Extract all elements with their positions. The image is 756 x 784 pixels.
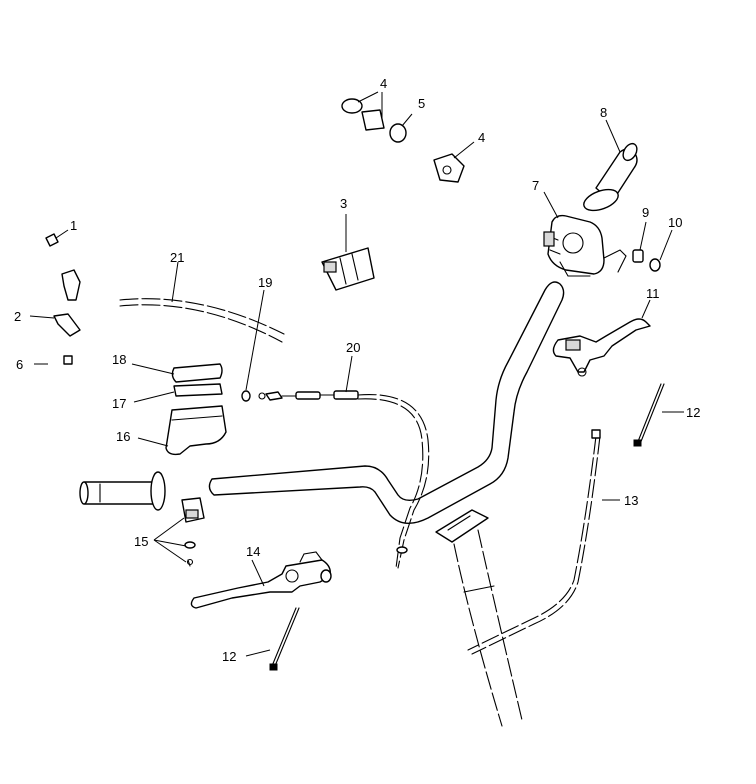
callout-14: 14 [246, 544, 260, 559]
callout-5: 5 [418, 96, 425, 111]
switch-button [389, 123, 407, 143]
callout-8: 8 [600, 105, 607, 120]
master-cylinder [165, 405, 227, 456]
steering-stem [435, 509, 523, 727]
cable-tie-right [633, 383, 665, 447]
washer [241, 390, 251, 402]
callout-19: 19 [258, 275, 272, 290]
callout-2: 2 [14, 309, 21, 324]
callout-15: 15 [134, 534, 148, 549]
left-grip [79, 471, 166, 511]
callout-12b: 12 [222, 649, 236, 664]
switch-housing [321, 247, 375, 291]
throttle-screw [632, 249, 644, 263]
callout-21: 21 [170, 250, 184, 265]
callout-4b: 4 [478, 130, 485, 145]
brake-cable [467, 429, 601, 655]
switch-collar [341, 98, 385, 131]
callout-1: 1 [70, 218, 77, 233]
throttle-cable [258, 390, 430, 569]
reservoir-cover [171, 363, 223, 383]
clutch-lever [190, 551, 332, 609]
right-brake-lever [552, 318, 651, 377]
callout-20: 20 [346, 340, 360, 355]
callouts: 1 2 6 3 4 5 4 7 8 9 10 11 12 13 12 14 15… [14, 76, 700, 664]
throttle-housing [543, 214, 627, 277]
callout-7: 7 [532, 178, 539, 193]
callout-12a: 12 [686, 405, 700, 420]
handlebar [208, 281, 565, 524]
callout-13: 13 [624, 493, 638, 508]
clutch-perch [181, 497, 205, 567]
reservoir-gasket [173, 383, 223, 397]
callout-11: 11 [646, 286, 660, 301]
callout-10: 10 [668, 215, 682, 230]
callout-4a: 4 [380, 76, 387, 91]
callout-3: 3 [340, 196, 347, 211]
callout-16: 16 [116, 429, 130, 444]
throttle-cap [649, 258, 661, 272]
right-grip [583, 142, 638, 212]
clamp-screw [63, 355, 73, 365]
mirror-bolt [45, 233, 59, 247]
callout-17: 17 [112, 396, 126, 411]
clutch-cable [119, 298, 285, 343]
kill-switch [433, 153, 465, 183]
callout-18: 18 [112, 352, 126, 367]
mirror-bracket [53, 269, 81, 337]
callout-6: 6 [16, 357, 23, 372]
callout-9: 9 [642, 205, 649, 220]
leader-lines [29, 91, 684, 657]
cable-tie-left [269, 607, 300, 671]
